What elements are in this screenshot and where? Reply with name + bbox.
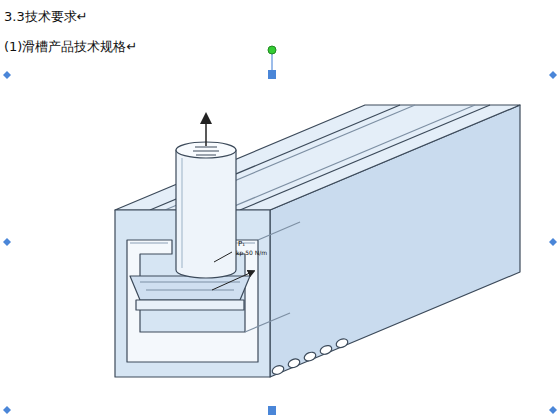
edge-bump [271, 364, 285, 376]
subheading: (1)滑槽产品技术规格↵ [4, 38, 137, 56]
edge-bump [335, 337, 349, 349]
force-value: kp 50 N/m [236, 249, 267, 256]
edge-bump [287, 357, 301, 369]
section-heading: 3.3技术要求↵ [4, 8, 88, 26]
edge-bump [319, 344, 333, 356]
edge-bump [303, 351, 317, 363]
force-symbol: P₁ [238, 240, 245, 248]
